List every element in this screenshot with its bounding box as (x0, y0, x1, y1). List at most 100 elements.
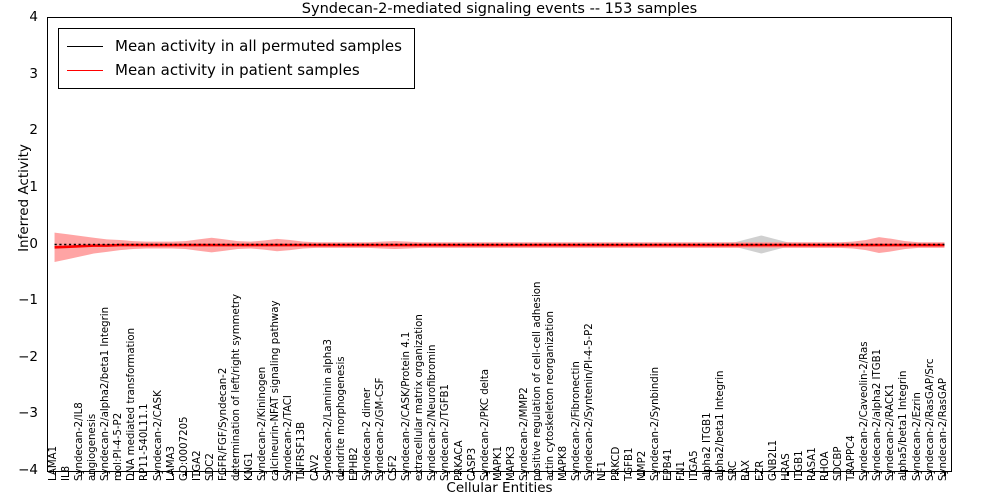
x-tick-label: CASP3 (466, 447, 478, 481)
x-axis-label: Cellular Entities (446, 480, 553, 496)
x-tick-mark (93, 472, 95, 476)
x-tick-mark (460, 472, 462, 476)
x-tick-label: EPB41 (662, 448, 674, 481)
x-tick-label: Syndecan-2 dimer (361, 387, 373, 481)
x-tick-label: CSF2 (388, 455, 400, 481)
x-tick-label: MAPK8 (558, 445, 570, 481)
x-tick-mark (682, 472, 684, 476)
x-tick-label: DNA mediated transformation (126, 327, 138, 481)
x-tick-label: Syndecan-2/alpha2 ITGB1 (872, 348, 884, 481)
x-tick-mark (879, 472, 881, 476)
x-tick-label: alpha2/beta1 Integrin (715, 370, 727, 481)
x-tick-mark (525, 472, 527, 476)
plot-area (47, 17, 952, 472)
x-tick-label: Syndecan-2/alpha2/beta1 Integrin (100, 306, 112, 481)
x-tick-label: TGFB1 (623, 447, 635, 481)
x-tick-label: KNG1 (244, 452, 256, 481)
x-tick-mark (80, 472, 82, 476)
x-tick-label: NF1 (597, 461, 609, 481)
x-tick-mark (656, 472, 658, 476)
x-tick-label: PRKACA (453, 440, 465, 481)
x-tick-mark (787, 472, 789, 476)
x-tick-mark (420, 472, 423, 476)
x-tick-mark (643, 472, 645, 476)
x-tick-label: ITGB1 (793, 450, 805, 481)
x-tick-label: RHOA (819, 451, 831, 481)
legend-item-permuted: Mean activity in all permuted samples (67, 34, 402, 58)
x-tick-label: dendrite morphogenesis (335, 356, 347, 481)
legend-swatch-patient (67, 69, 103, 71)
x-tick-mark (146, 472, 148, 476)
x-tick-mark (172, 472, 174, 476)
x-tick-mark (277, 472, 279, 476)
y-tick-label: −2 (18, 348, 38, 365)
x-tick-mark (263, 472, 266, 476)
x-tick-mark (669, 472, 671, 476)
x-tick-label: PRKCD (610, 446, 622, 481)
x-tick-label: Syndecan-2/IL8 (74, 402, 86, 481)
x-tick-mark (499, 472, 501, 476)
legend-swatch-permuted (67, 45, 103, 47)
x-tick-mark (800, 472, 802, 476)
x-tick-label: EPHB2 (348, 447, 360, 481)
x-tick-mark (944, 472, 946, 476)
legend-item-patient: Mean activity in patient samples (67, 58, 402, 82)
x-tick-label: CAV2 (309, 454, 321, 481)
x-tick-label: Syndecan-2/TACI (283, 395, 295, 481)
x-tick-label: Syndecan-2/GM-CSF (375, 377, 387, 481)
x-tick-label: Syndecan-2/PKC delta (479, 369, 491, 481)
series-canvas (54, 232, 945, 263)
x-tick-label: Syndecan-2/Laminin alpha3 (322, 339, 334, 481)
legend-label-patient: Mean activity in patient samples (115, 61, 360, 79)
x-tick-mark (604, 472, 606, 476)
y-axis-label: Inferred Activity (16, 144, 32, 252)
y-tick-label: 2 (29, 122, 38, 139)
x-tick-mark (564, 472, 567, 476)
y-tick-label: −4 (18, 462, 38, 478)
x-tick-label: angiogenesis (87, 413, 99, 481)
x-tick-label: Syndecan-2/CASK (152, 390, 164, 481)
legend: Mean activity in all permuted samples Me… (58, 28, 415, 89)
x-tick-mark (551, 472, 553, 476)
x-tick-mark (434, 472, 436, 476)
x-tick-mark (721, 472, 724, 476)
x-tick-mark (918, 472, 920, 476)
y-tick-label: 1 (29, 178, 38, 195)
x-tick-mark (67, 472, 69, 476)
x-tick-label: Syndecan-2/Caveolin-2/Ras (859, 341, 871, 481)
x-tick-label: Syndecan-2/TGFB1 (440, 383, 452, 481)
x-tick-label: Syndecan-2/RasGAP/Src (924, 358, 936, 481)
x-tick-mark (761, 472, 763, 476)
patient-band (54, 232, 945, 263)
x-tick-mark (159, 472, 161, 476)
y-tick-label: −3 (18, 405, 38, 422)
x-tick-label: ITGA2 (191, 450, 203, 481)
x-tick-mark (774, 472, 776, 476)
x-tick-mark (119, 472, 122, 476)
x-tick-label: ITGA5 (689, 450, 701, 481)
x-tick-mark (735, 472, 737, 476)
x-tick-label: actin cytoskeleton reorganization (545, 311, 557, 481)
x-tick-label: RP11-540L11.1 (139, 403, 151, 481)
x-tick-label: LAMA1 (47, 445, 59, 481)
y-tick-label: −1 (18, 292, 38, 309)
x-tick-mark (329, 472, 331, 476)
x-tick-label: TNFRSF13B (296, 421, 308, 481)
y-tick-label: 4 (29, 9, 38, 25)
x-tick-mark (381, 472, 383, 476)
x-tick-mark (342, 472, 344, 476)
x-tick-mark (106, 472, 108, 476)
y-tick-label: 0 (29, 235, 38, 252)
x-tick-mark (368, 472, 370, 476)
x-tick-label: TRAPPC4 (846, 435, 858, 481)
x-tick-mark (839, 472, 841, 476)
x-tick-label: Syndecan-2/Fibronectin (571, 361, 583, 481)
x-tick-mark (617, 472, 619, 476)
x-tick-label: Syndecan-2/Synbindin (649, 366, 661, 481)
x-tick-label: IL8 (60, 465, 72, 481)
x-tick-label: Syndecan-2/RACK1 (885, 383, 897, 481)
x-tick-mark (198, 472, 200, 476)
x-tick-label: SDC2 (204, 453, 216, 481)
x-tick-mark (813, 472, 815, 476)
